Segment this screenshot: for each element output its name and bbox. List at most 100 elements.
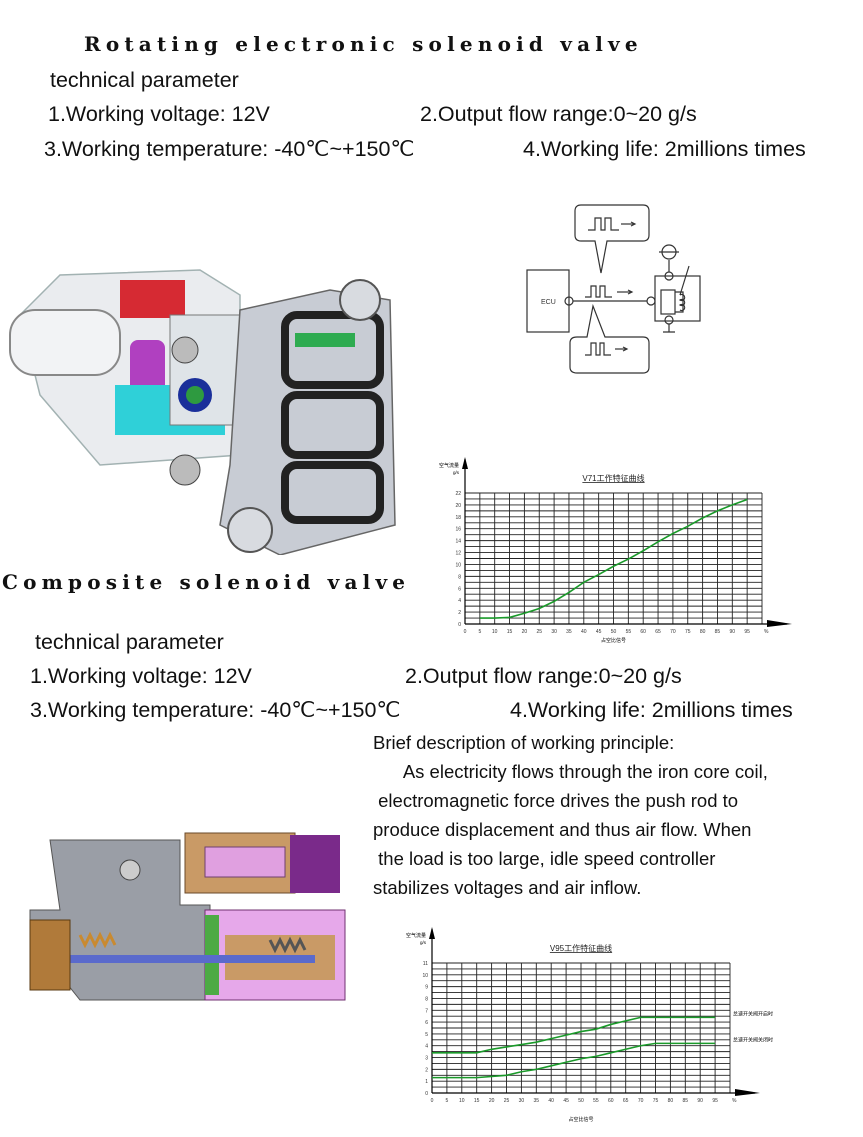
x-tick-label: 20 [489,1098,495,1104]
x-tick-label: 10 [492,629,498,635]
x-tick-label: 40 [581,629,587,635]
y-unit-label: g/s [420,940,427,945]
x-tick-label: 25 [504,1098,510,1104]
y-tick-label: 8 [458,574,461,580]
ecu-label: ECU [541,299,556,306]
x-tick-label: 0 [464,629,467,635]
x-tick-label: 35 [534,1098,540,1104]
y-tick-label: 20 [455,503,461,509]
x-tick-label: 45 [563,1098,569,1104]
description-line: As electricity flows through the iron co… [373,761,768,782]
x-tick-label: 90 [730,629,736,635]
param2-temperature: 3.Working temperature: -40℃~+150℃ [30,698,401,722]
ecu-circuit-diagram: ECU [526,204,701,374]
x-tick-label: 5 [446,1098,449,1104]
x-tick-label: 60 [608,1098,614,1104]
x-tick-label: 65 [623,1098,629,1104]
x-tick-label: 15 [474,1098,480,1104]
param2-flow: 2.Output flow range:0~20 g/s [405,664,682,688]
y-tick-label: 9 [425,985,428,991]
x-tick-label: 10 [459,1098,465,1104]
y-tick-label: 22 [455,491,461,497]
x-tick-label: 20 [522,629,528,635]
x-tick-label: 90 [697,1098,703,1104]
y-tick-label: 16 [455,527,461,533]
section2-title: Composite solenoid valve [2,570,411,594]
chart-title: V95工作特征曲线 [550,943,612,953]
y-tick-label: 1 [425,1079,428,1085]
x-axis-arrow-icon [735,1089,760,1096]
x-axis-arrow-icon [767,620,792,627]
section1-title: Rotating electronic solenoid valve [84,32,643,56]
chart-title: V71工作特征曲线 [582,473,644,483]
y-tick-label: 3 [425,1056,428,1062]
x-tick-label: 80 [668,1098,674,1104]
x-tick-label: 45 [596,629,602,635]
x-tick-label: 30 [551,629,557,635]
x-tick-label: 55 [626,629,632,635]
x-tick-label: 70 [670,629,676,635]
y-tick-label: 14 [455,539,461,545]
y-tick-label: 4 [425,1044,428,1050]
y-tick-label: 8 [425,996,428,1002]
x-axis-label: 占空比信号 [601,637,626,644]
x-tick-label: 65 [655,629,661,635]
x-tick-label: 25 [536,629,542,635]
y-tick-label: 6 [425,1020,428,1026]
x-tick-label: 55 [593,1098,599,1104]
param-temperature: 3.Working temperature: -40℃~+150℃ [44,137,415,161]
x-tick-label: 40 [548,1098,554,1104]
x-unit-label: % [732,1098,737,1104]
x-tick-label: 95 [712,1098,718,1104]
y-axis-label: 空气流量 [406,932,426,939]
legend-label: 怠速开关阀开启时 [733,1010,773,1017]
y-tick-label: 18 [455,515,461,521]
y-tick-label: 7 [425,1008,428,1014]
x-axis-label: 占空比信号 [568,1116,593,1123]
x-tick-label: 75 [653,1098,659,1104]
x-tick-label: 70 [638,1098,644,1104]
y-axis-label: 空气流量 [439,462,459,469]
section1-subtitle: technical parameter [50,68,239,92]
description-heading: Brief description of working principle: [373,732,675,753]
x-tick-label: 15 [507,629,513,635]
y-tick-label: 5 [425,1032,428,1038]
param2-voltage: 1.Working voltage: 12V [30,664,252,688]
y-tick-label: 10 [455,562,461,568]
x-tick-label: 5 [478,629,481,635]
x-tick-label: 80 [700,629,706,635]
y-unit-label: g/s [453,470,460,475]
description-line: the load is too large, idle speed contro… [373,848,716,869]
x-tick-label: 30 [519,1098,525,1104]
y-tick-label: 2 [425,1067,428,1073]
x-tick-label: 85 [715,629,721,635]
x-tick-label: 0 [431,1098,434,1104]
x-tick-label: 50 [578,1098,584,1104]
x-tick-label: 35 [566,629,572,635]
y-tick-label: 6 [458,586,461,592]
x-tick-label: 95 [744,629,750,635]
description-line: electromagnetic force drives the push ro… [373,790,739,811]
y-tick-label: 0 [458,622,461,628]
y-tick-label: 12 [455,551,461,557]
section2-subtitle: technical parameter [35,630,224,654]
composite-valve-image [29,832,346,1001]
y-tick-label: 4 [458,598,461,604]
param2-life: 4.Working life: 2millions times [510,698,793,722]
x-tick-label: 85 [683,1098,689,1104]
v71-chart: 0 2 4 6 8 10 12 14 16 18 20 22 0 5 10 15 20 25 30 35 40 45 50 5… [439,457,792,644]
param-life: 4.Working life: 2millions times [523,137,806,161]
param-flow: 2.Output flow range:0~20 g/s [420,102,697,126]
y-tick-label: 0 [425,1091,428,1097]
y-axis-arrow-icon [462,457,468,469]
description-line: produce displacement and thus air flow. … [373,819,752,840]
x-tick-label: 50 [611,629,617,635]
rotating-valve-image [9,269,396,555]
y-tick-label: 10 [422,973,428,979]
description-line: stabilizes voltages and air inflow. [373,877,642,898]
series-line [432,1016,716,1054]
x-tick-label: 60 [640,629,646,635]
y-tick-label: 2 [458,610,461,616]
series-line [479,498,748,619]
